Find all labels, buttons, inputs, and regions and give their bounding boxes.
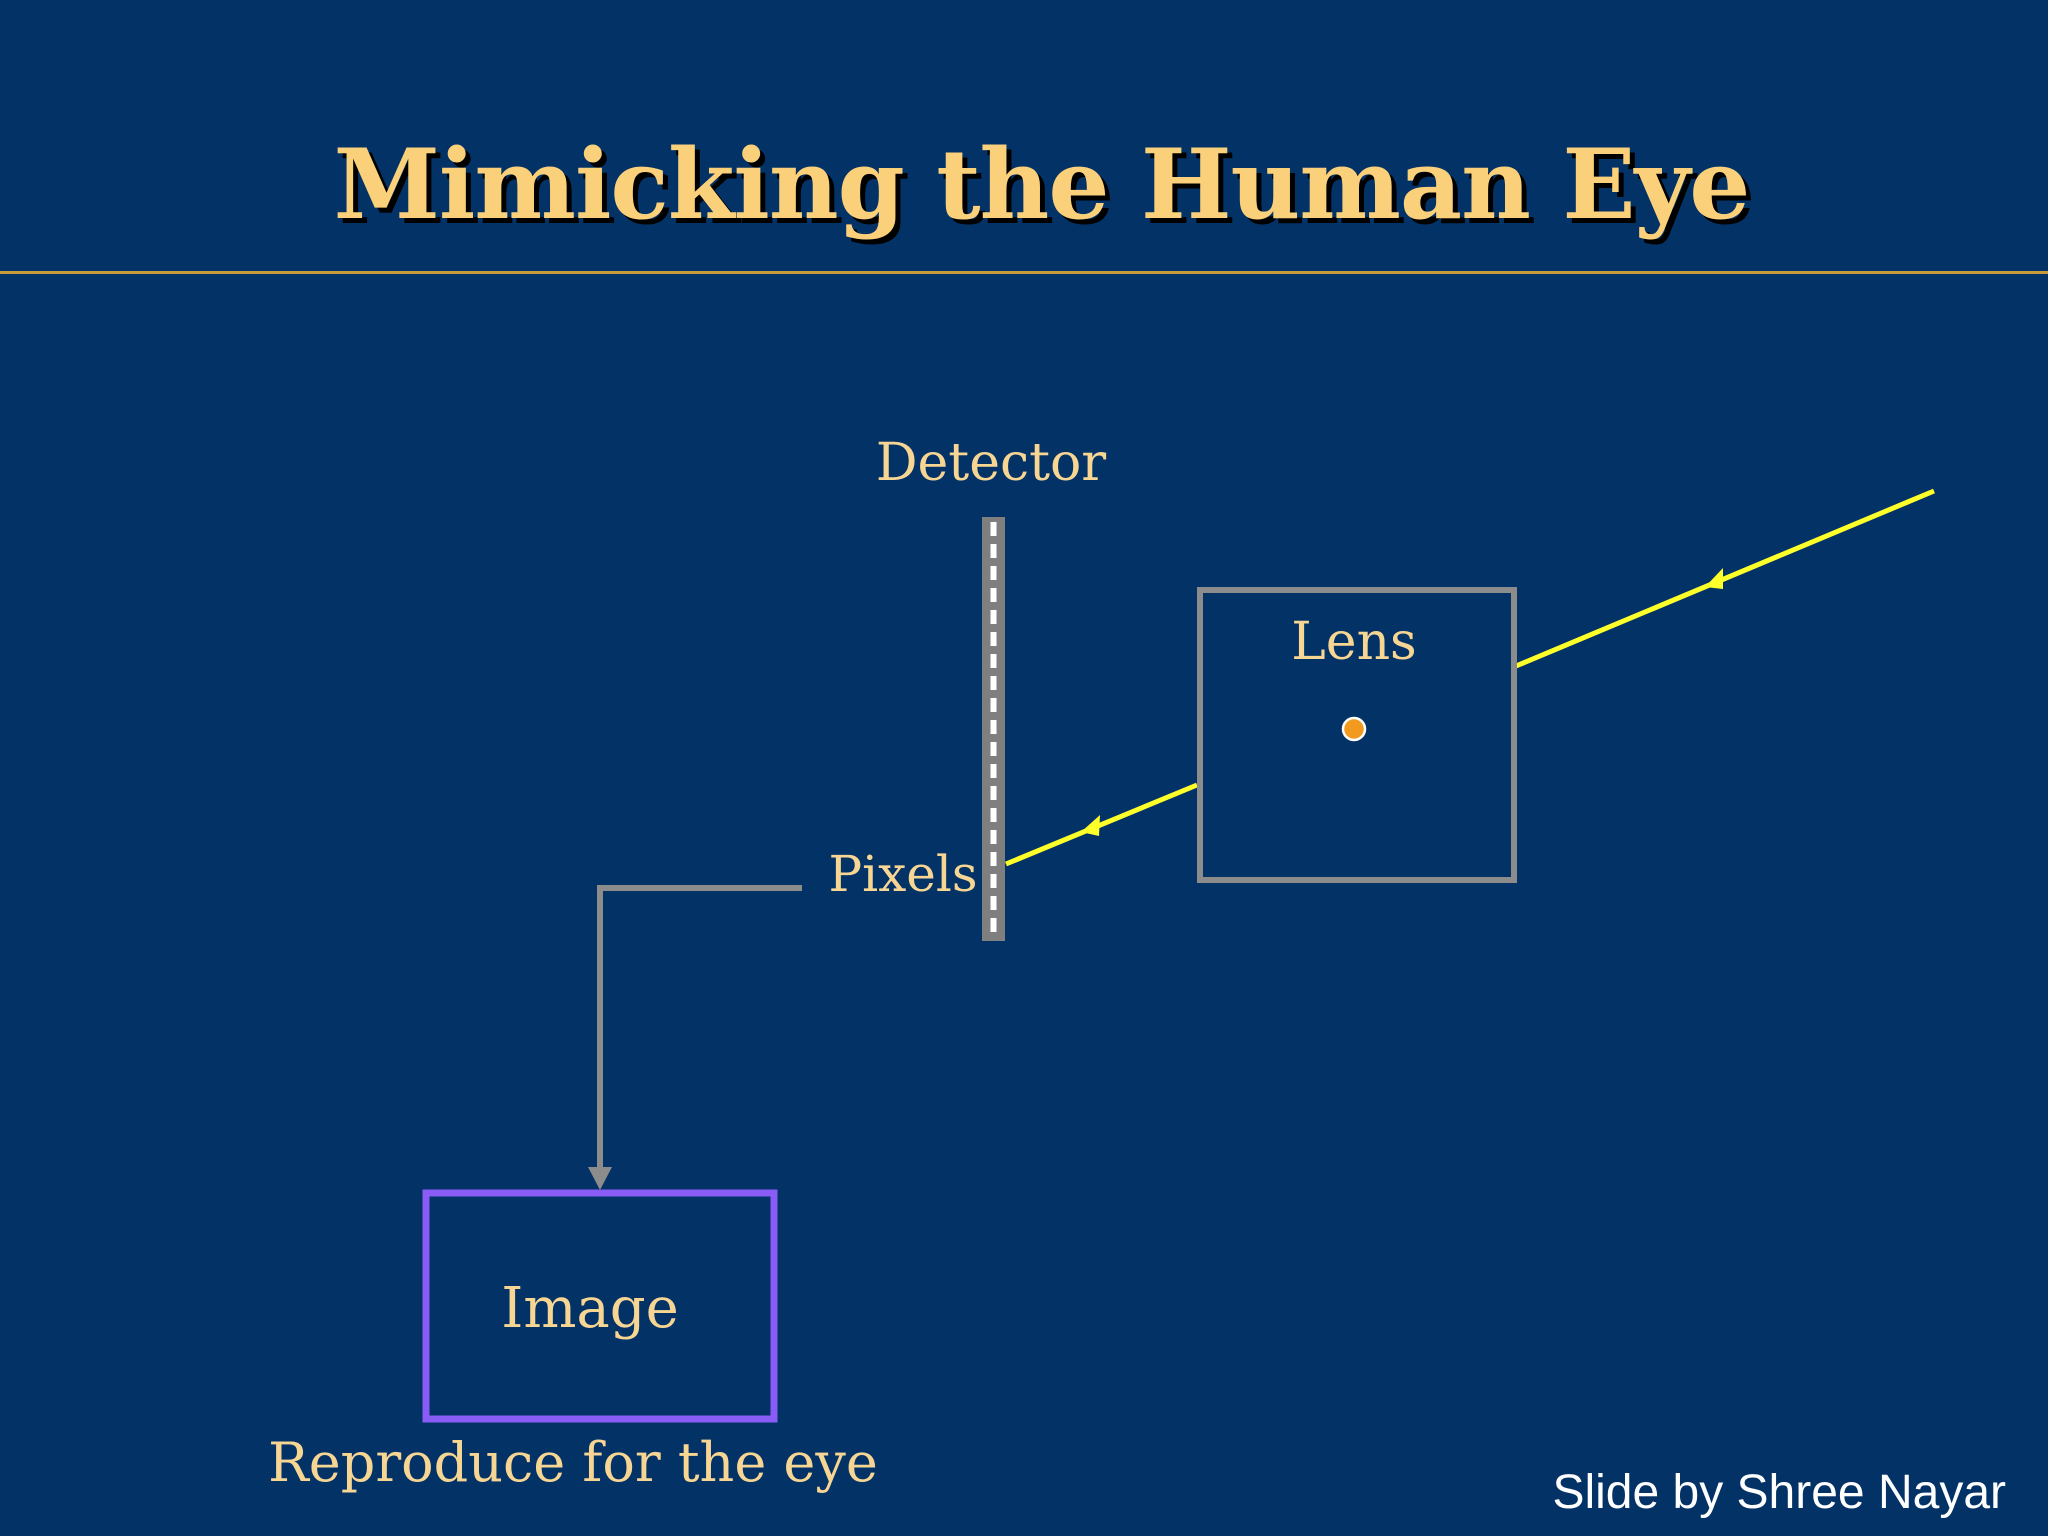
detector-label: Detector — [875, 433, 1107, 493]
ray-arrowhead-icon — [1705, 568, 1723, 589]
slide-credit: Slide by Shree Nayar — [1552, 1466, 2006, 1519]
lens-box — [1197, 587, 1517, 883]
pixels-to-image-connector — [597, 885, 802, 1170]
pixels-label: Pixels — [828, 845, 978, 903]
ray-arrowhead-icon — [1081, 815, 1100, 836]
connector-arrowhead-icon — [588, 1167, 612, 1190]
page-title: Mimicking the Human Eye — [333, 128, 1751, 241]
lens-center-dot-icon — [1341, 716, 1367, 742]
refracted-light-ray — [1005, 782, 1198, 867]
lens-label: Lens — [1291, 612, 1417, 672]
image-box — [422, 1189, 778, 1423]
title-divider — [0, 271, 2048, 274]
incoming-light-ray — [1515, 488, 1935, 669]
image-caption: Reproduce for the eye — [268, 1431, 878, 1494]
image-label: Image — [501, 1276, 679, 1341]
